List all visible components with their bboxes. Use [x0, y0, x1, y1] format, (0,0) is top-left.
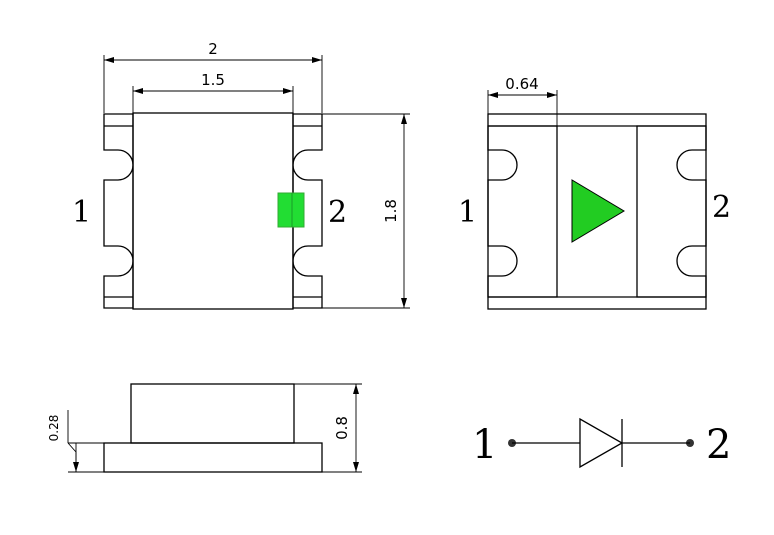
diode-symbol: 1 2 — [472, 417, 731, 469]
dim-base-height: 0.28 — [47, 415, 61, 442]
polarity-arrow — [571, 179, 625, 243]
symbol-pin-label-1: 1 — [472, 422, 497, 468]
dim-overall-width: 2 — [208, 40, 218, 58]
side-view: 0.8 0.28 — [47, 383, 362, 473]
top-view: 2 1.5 1.8 1 2 — [72, 40, 410, 310]
side-dome — [130, 383, 295, 444]
symbol-pin-label-2: 2 — [706, 422, 731, 468]
right-terminal — [292, 113, 323, 309]
bottom-pin-label-1: 1 — [458, 195, 477, 230]
dim-total-height: 0.8 — [333, 416, 351, 440]
led-body — [132, 112, 294, 310]
dim-pad-width: 0.64 — [505, 75, 538, 93]
bottom-left-pad — [487, 125, 558, 298]
diode-triangle — [579, 417, 624, 469]
bottom-right-pad — [636, 125, 707, 298]
dim-body-width: 1.5 — [201, 71, 225, 89]
cathode-marker — [277, 192, 305, 228]
pin-label-1: 1 — [72, 195, 91, 230]
bottom-pin-label-2: 2 — [712, 190, 731, 225]
dim-height: 1.8 — [382, 199, 400, 223]
side-base — [103, 442, 323, 473]
bottom-view: 0.64 1 2 — [458, 75, 731, 310]
pin-label-2: 2 — [328, 195, 347, 230]
left-terminal — [103, 113, 134, 309]
